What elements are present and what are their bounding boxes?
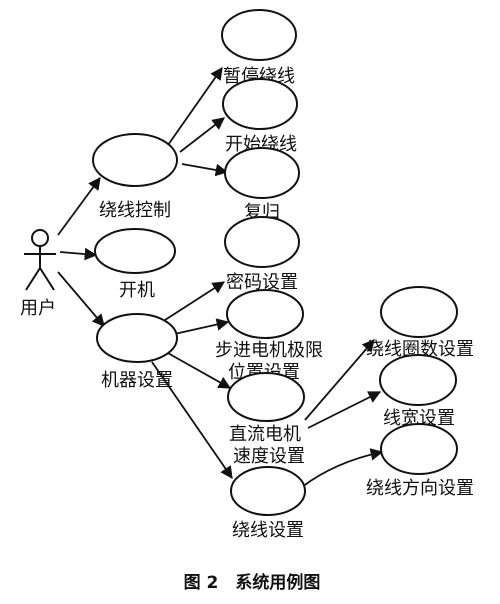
- use-case-ellipse: [92, 133, 178, 187]
- use-case-label: 线宽设置: [383, 408, 455, 429]
- use-case-stepper-limit: 步进电机极限 位置设置: [215, 289, 323, 383]
- edge-dc-motor-turns: [304, 339, 375, 421]
- use-case-ellipse: [379, 354, 457, 406]
- edge-user-winding-control: [57, 176, 101, 236]
- edge-dc-motor-width: [307, 391, 382, 429]
- use-case-label: 绕线设置: [232, 520, 304, 541]
- use-case-label-line-1: 直流电机: [229, 424, 301, 445]
- use-case-ellipse: [380, 286, 458, 338]
- use-case-label: 绕线方向设置: [366, 478, 474, 499]
- actor-left-leg: [25, 267, 41, 291]
- use-case-ellipse: [380, 423, 458, 475]
- use-case-ellipse: [94, 228, 176, 274]
- use-case-direction-setting: 绕线方向设置: [366, 423, 474, 499]
- use-case-ellipse: [96, 313, 178, 363]
- actor-head: [31, 229, 49, 247]
- edge-user-machine-setting: [57, 271, 105, 327]
- edge-winding-setting-direction: [301, 448, 384, 488]
- use-case-power-on: 开机: [94, 228, 176, 301]
- use-case-ellipse: [227, 372, 305, 422]
- edge-winding-control-pause: [167, 66, 223, 146]
- use-case-winding-control: 绕线控制: [92, 133, 178, 221]
- use-case-dc-motor-speed: 直流电机 速度设置: [227, 372, 305, 467]
- edge-machine-setting-winding-setting: [151, 361, 233, 480]
- use-case-label-line-2: 速度设置: [233, 446, 305, 467]
- use-case-ellipse: [226, 289, 304, 339]
- use-case-reset: 复归: [224, 147, 300, 223]
- use-case-password-setting: 密码设置: [224, 216, 300, 293]
- actor-label: 用户: [20, 298, 56, 319]
- use-case-label: 绕线控制: [99, 200, 171, 221]
- use-case-winding-setting: 绕线设置: [230, 466, 306, 541]
- edge-machine-setting-password: [164, 281, 226, 321]
- use-case-start-winding: 开始绕线: [222, 78, 298, 155]
- actor-user: 用户: [20, 229, 56, 319]
- use-case-width-setting: 线宽设置: [379, 354, 457, 429]
- figure-caption: 图 2 系统用例图: [184, 572, 321, 593]
- use-case-label: 机器设置: [101, 370, 173, 391]
- use-case-ellipse: [222, 78, 298, 130]
- use-case-ellipse: [224, 147, 300, 199]
- use-case-ellipse: [230, 466, 306, 516]
- use-case-turns-setting: 绕线圈数设置: [366, 286, 474, 360]
- actor-right-leg: [39, 267, 55, 291]
- edge-winding-control-start: [179, 117, 225, 153]
- edge-machine-setting-dc-motor: [165, 351, 232, 389]
- edge-machine-setting-stepper: [169, 318, 230, 336]
- use-case-label: 绕线圈数设置: [366, 339, 474, 360]
- use-case-label: 开机: [119, 280, 155, 301]
- use-case-label: 密码设置: [226, 272, 298, 293]
- use-case-machine-setting: 机器设置: [96, 313, 178, 391]
- use-case-ellipse: [224, 216, 300, 268]
- use-case-ellipse: [221, 9, 297, 61]
- edge-winding-control-reset: [181, 163, 229, 177]
- edges: [57, 66, 384, 488]
- edge-user-power-on: [59, 247, 98, 261]
- use-case-label-line-1: 步进电机极限: [215, 340, 323, 361]
- use-case-pause-winding: 暂停绕线: [221, 9, 297, 87]
